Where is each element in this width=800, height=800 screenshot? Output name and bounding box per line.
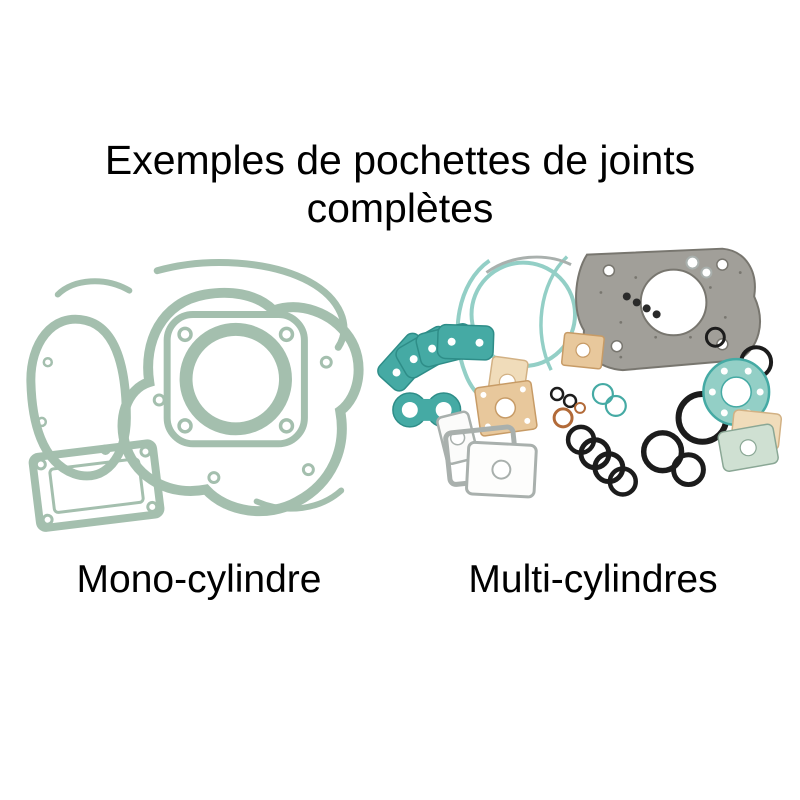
multi-cylinder-label: Multi-cylindres <box>468 558 718 601</box>
o-ring-cluster <box>565 326 774 497</box>
gasket-fan-stack <box>377 323 495 392</box>
cylinder-head-gasket <box>163 310 308 448</box>
base-rectangle-gasket <box>28 439 165 532</box>
figure8-gasket <box>392 392 462 428</box>
tan-gaskets <box>474 331 605 437</box>
multi-cylinder-gasket-kit-image <box>377 247 783 499</box>
small-seals-and-rings <box>549 255 713 429</box>
right-plate-gaskets <box>717 409 783 472</box>
white-outline-gaskets <box>436 410 538 499</box>
speckled-clutch-gasket <box>575 247 761 372</box>
mono-cylinder-gasket-kit-image <box>26 259 364 532</box>
mono-cylinder-label: Mono-cylindre <box>76 558 322 601</box>
image-title: Exemples de pochettes de joints complète… <box>104 137 696 232</box>
clutch-cover-gasket <box>26 314 131 481</box>
crankcase-gasket <box>117 287 364 517</box>
